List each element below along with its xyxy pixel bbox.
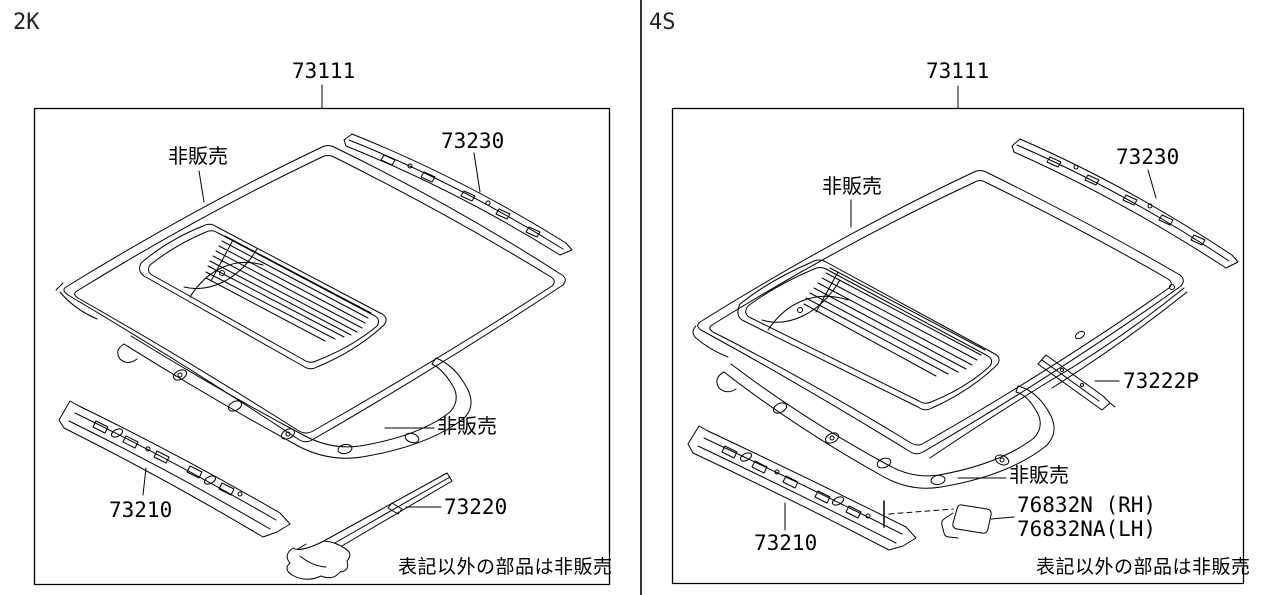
center-reinf-73220-art-left xyxy=(286,472,453,580)
part-label-73111-left: 73111 xyxy=(292,59,356,83)
footnote-left: 表記以外の部品は非販売 xyxy=(398,557,613,578)
part-label-73222p: 73222P xyxy=(1123,369,1199,393)
part-label-76832na-lh: 76832NA(LH) xyxy=(1017,517,1157,541)
leader-73230-left xyxy=(473,152,481,193)
rear-rail-assembly-art-right xyxy=(716,363,1055,489)
leader-76832n xyxy=(990,516,1015,520)
dashed-locator-line xyxy=(888,508,954,515)
footnote-right: 表記以外の部品は非販売 xyxy=(1036,557,1251,578)
rear-rail-assembly-art-left xyxy=(117,335,472,459)
part-label-73230-left: 73230 xyxy=(441,129,505,153)
part-label-73210-right: 73210 xyxy=(754,531,818,555)
leader-73230-right xyxy=(1147,169,1157,199)
left-diagram xyxy=(33,84,611,586)
side-bow-73222p-art xyxy=(1037,354,1116,411)
part-label-73111-right: 73111 xyxy=(926,59,990,83)
leader-notsold-top-left xyxy=(198,170,205,203)
rear-header-73210-art-right xyxy=(687,425,917,551)
roof-panel-art-right xyxy=(692,170,1188,459)
rear-header-73210-art-left xyxy=(58,400,291,538)
front-rail-73230-art-right xyxy=(1011,138,1239,269)
not-sold-label-mid-left: 非販売 xyxy=(437,416,497,438)
leader-73210-left xyxy=(142,467,147,496)
variant-tag-right: 4S xyxy=(649,10,676,35)
part-label-73230-right: 73230 xyxy=(1116,145,1180,169)
roof-panel-art-left xyxy=(55,145,566,443)
part-label-73220-left: 73220 xyxy=(444,495,508,519)
not-sold-label-top-right: 非販売 xyxy=(822,176,882,198)
front-rail-73230-art-left xyxy=(343,133,573,256)
part-label-76832n-rh: 76832N (RH) xyxy=(1017,493,1157,517)
clip-76832n-art xyxy=(888,504,992,539)
part-label-73210-left: 73210 xyxy=(109,498,173,522)
not-sold-label-top-left: 非販売 xyxy=(168,146,228,168)
variant-tag-left: 2K xyxy=(13,10,40,35)
right-diagram xyxy=(671,85,1245,585)
not-sold-label-mid-right: 非販売 xyxy=(1009,465,1069,487)
